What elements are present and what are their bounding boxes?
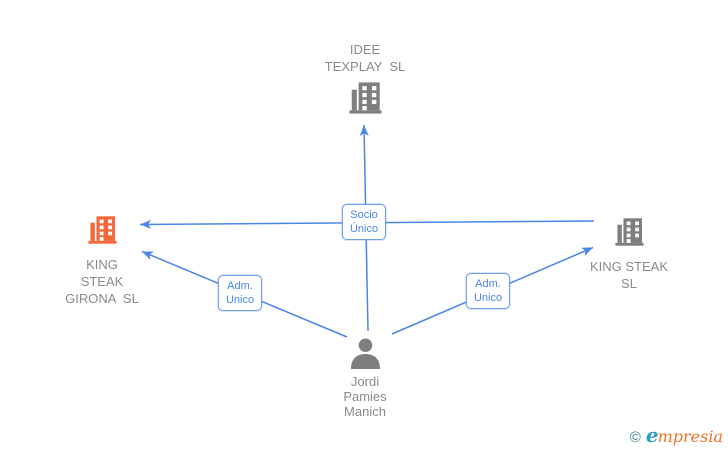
person-icon[interactable] bbox=[349, 338, 382, 369]
relationship-label-line: Unico bbox=[473, 292, 503, 304]
copyright-symbol: © bbox=[629, 429, 641, 446]
company-node-king-steak[interactable]: KING STEAK SL bbox=[544, 215, 714, 292]
relationship-label-line: Unico bbox=[225, 294, 255, 306]
empresia-logo-e: e bbox=[645, 423, 659, 447]
person-node-jordi-pamies-manich[interactable]: Jordi Pamies Manich bbox=[280, 338, 450, 419]
relationship-label-adm-unico-right[interactable]: Adm. Unico bbox=[465, 273, 511, 309]
relationship-label-socio-unico[interactable]: Socio Único bbox=[341, 204, 387, 240]
company-name-line[interactable]: SL bbox=[621, 276, 637, 291]
relationship-label-line: Adm. bbox=[227, 280, 253, 292]
empresia-watermark[interactable]: © e mpresia bbox=[630, 423, 723, 447]
company-node-idee-texplay[interactable]: IDEE TEXPLAY SL bbox=[280, 41, 450, 115]
empresia-logo-text: mpresia bbox=[657, 427, 723, 446]
company-name-line[interactable]: KING STEAK bbox=[589, 259, 669, 274]
company-name-line[interactable]: STEAK bbox=[80, 274, 124, 289]
person-name-line[interactable]: Pamies bbox=[343, 389, 387, 404]
building-icon[interactable] bbox=[88, 213, 117, 247]
relationship-label-line: Único bbox=[349, 223, 379, 235]
company-name-line[interactable]: IDEE bbox=[349, 42, 381, 57]
relationship-label-line: Socio bbox=[350, 209, 378, 221]
person-name-line[interactable]: Manich bbox=[344, 404, 386, 419]
building-icon[interactable] bbox=[615, 215, 644, 249]
company-name-line[interactable]: TEXPLAY SL bbox=[324, 59, 406, 74]
company-name-line[interactable]: KING bbox=[86, 257, 118, 272]
relationship-label-line: Adm. bbox=[475, 278, 501, 290]
company-name-line[interactable]: GIRONA SL bbox=[65, 291, 139, 306]
company-node-king-steak-girona[interactable]: KING STEAK GIRONA SL bbox=[17, 213, 187, 307]
building-icon[interactable] bbox=[349, 81, 382, 115]
relationship-label-adm-unico-left[interactable]: Adm. Unico bbox=[217, 275, 263, 311]
person-name-line[interactable]: Jordi bbox=[350, 374, 380, 389]
